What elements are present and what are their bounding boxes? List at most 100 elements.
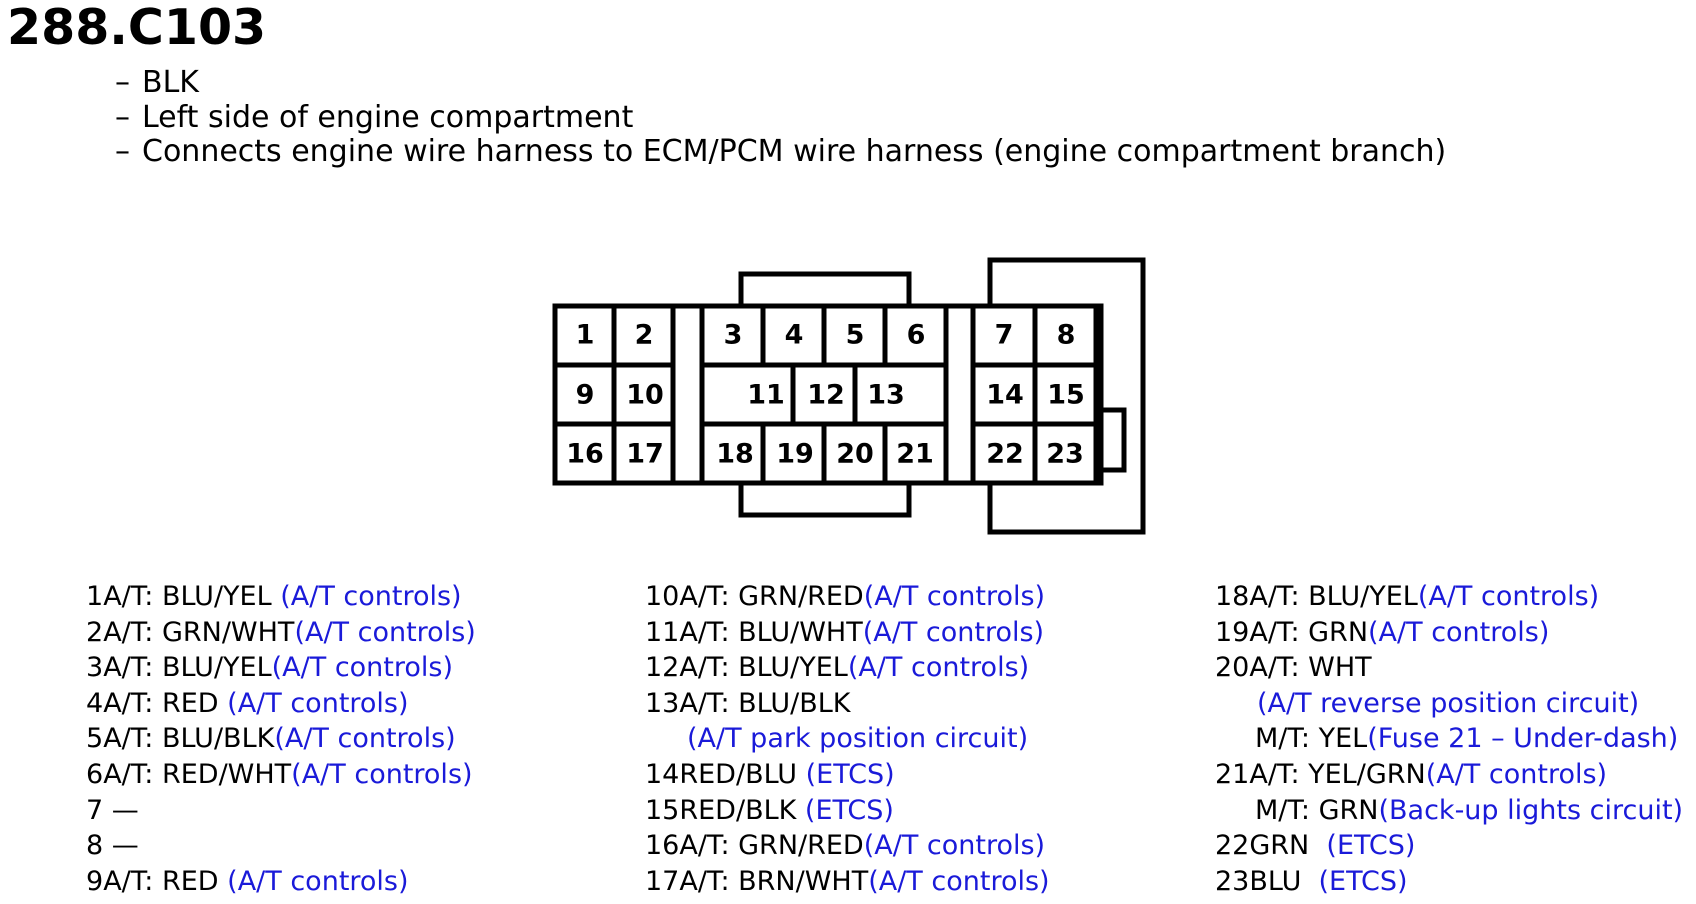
circuit-description: (A/T controls) [271, 652, 454, 684]
wire-color: A/T: YEL/GRN [1249, 758, 1426, 790]
pin-number: 12 [807, 380, 845, 411]
circuit-description: (ETCS) [796, 794, 894, 826]
pin-entry-3: 3A/T: BLU/YEL(A/T controls) [86, 650, 476, 686]
pin-entry-18: 18A/T: BLU/YEL(A/T controls) [1215, 579, 1683, 615]
wire-color: M/T: YEL [1255, 723, 1368, 755]
pin-list-column-1: 1A/T: BLU/YEL (A/T controls)2A/T: GRN/WH… [86, 579, 476, 899]
pin-cavity-23 [1032, 421, 1099, 486]
pin-number: 13 [867, 380, 905, 411]
pin-cavity-21 [882, 421, 949, 486]
pin-number: 17 [626, 439, 664, 470]
wire-color: A/T: RED [103, 687, 219, 719]
pin-number: 14 [986, 380, 1024, 411]
wire-color: RED/BLK [679, 794, 797, 826]
pin-entry-14: 14RED/BLU (ETCS) [645, 757, 1050, 793]
pin-entry-19: 19A/T: GRN(A/T controls) [1215, 615, 1683, 651]
pin-number: 12 [645, 652, 680, 684]
pin-list-column-3: 18A/T: BLU/YEL(A/T controls)19A/T: GRN(A… [1215, 579, 1683, 899]
circuit-description: (A/T controls) [863, 830, 1046, 862]
pin-number: 8 [86, 830, 104, 862]
pin-entry-7: 7 — [86, 793, 476, 829]
top-key [738, 271, 912, 306]
pin-cavity-6 [882, 303, 949, 368]
pin-number: 4 [86, 687, 104, 719]
circuit-description: (A/T controls) [291, 758, 473, 790]
pin-number: 2 [635, 320, 654, 351]
circuit-description: (A/T controls) [1417, 581, 1600, 612]
pin-number: 11 [747, 380, 785, 411]
circuit-description: (A/T controls) [847, 652, 1030, 684]
pin-number: 9 [576, 380, 595, 411]
circuit-description: (A/T controls) [218, 865, 409, 897]
connector-title: 288.C103 [7, 0, 267, 56]
circuit-description: (A/T controls) [863, 581, 1046, 612]
circuit-description: (A/T reverse position circuit) [1257, 687, 1640, 719]
circuit-description: (ETCS) [1309, 830, 1416, 862]
pin-number: 15 [645, 794, 680, 826]
pin-number: 20 [1215, 652, 1250, 684]
wire-color: BLU [1249, 865, 1302, 897]
pin-number: 18 [716, 439, 754, 470]
note-description: –Connects engine wire harness to ECM/PCM… [115, 134, 1447, 169]
connector-face-diagram: 1 2 3 4 5 6 7 8 9 10 11 12 13 14 15 16 1… [552, 257, 1146, 535]
pin-entry-20: 20A/T: WHT [1215, 650, 1683, 686]
pin-cavity-17 [611, 421, 676, 486]
pin-entry-continuation: (A/T reverse position circuit) [1215, 686, 1683, 722]
circuit-description: (A/T park position circuit) [687, 723, 1029, 755]
wire-color: A/T: BLU/YEL [1249, 581, 1418, 612]
pin-number: 13 [645, 687, 680, 719]
note-dash: – [115, 65, 130, 100]
pin-number: 2 [86, 616, 104, 648]
pin-entry-continuation: (A/T park position circuit) [645, 721, 1050, 757]
connector-notes: –BLK –Left side of engine compartment –C… [115, 65, 1447, 170]
wire-color: GRN [1249, 830, 1310, 862]
pin-number: 16 [566, 439, 604, 470]
pin-number: 18 [1215, 581, 1250, 612]
pin-number: 7 [995, 320, 1014, 351]
wire-color: A/T: WHT [1249, 652, 1372, 684]
pin-number: 11 [645, 616, 680, 648]
pin-number: 22 [1215, 830, 1250, 862]
pin-number: 10 [645, 581, 680, 612]
wire-color: A/T: GRN/WHT [103, 616, 295, 648]
pin-entry-10: 10A/T: GRN/RED(A/T controls) [645, 579, 1050, 615]
pin-number: 3 [86, 652, 104, 684]
pin-number: 7 [86, 794, 104, 826]
wire-color: A/T: RED [103, 865, 219, 897]
pin-number: 21 [896, 439, 934, 470]
pin-number: 19 [776, 439, 814, 470]
pin-number: 1 [86, 581, 104, 612]
wire-color: A/T: BLU/YEL [103, 652, 272, 684]
pin-number: 5 [86, 723, 104, 755]
wire-color: A/T: GRN/RED [679, 830, 864, 862]
pin-number: 23 [1046, 439, 1084, 470]
pin-number: 3 [724, 320, 743, 351]
circuit-description: (ETCS) [797, 758, 895, 790]
wire-color: — [103, 794, 139, 826]
pin-entry-6: 6A/T: RED/WHT(A/T controls) [86, 757, 476, 793]
circuit-description: (A/T controls) [868, 865, 1050, 897]
note-dash: – [115, 99, 130, 135]
circuit-description: (A/T controls) [271, 581, 462, 612]
pin-number: 10 [626, 380, 664, 411]
wire-color: A/T: GRN [1249, 616, 1369, 648]
circuit-description: (A/T controls) [274, 723, 456, 755]
pin-number: 19 [1215, 616, 1250, 648]
note-dash: – [115, 134, 130, 169]
wire-color: RED/BLU [679, 758, 798, 790]
pin-entry-5: 5A/T: BLU/BLK(A/T controls) [86, 721, 476, 757]
pin-entry-9: 9A/T: RED (A/T controls) [86, 864, 476, 900]
pin-number: 8 [1057, 320, 1076, 351]
bottom-key [738, 483, 912, 518]
pin-number: 16 [645, 830, 680, 862]
pin-entry-16: 16A/T: GRN/RED(A/T controls) [645, 828, 1050, 864]
pin-entry-22: 22GRN (ETCS) [1215, 828, 1683, 864]
pin-entry-continuation: M/T: YEL(Fuse 21 – Under-dash) [1215, 721, 1683, 757]
pin-number: 20 [836, 439, 874, 470]
right-housing [987, 257, 1146, 535]
wire-color: A/T: BLU/YEL [103, 581, 272, 612]
pin-entry-4: 4A/T: RED (A/T controls) [86, 686, 476, 722]
pin-entry-continuation: M/T: GRN(Back-up lights circuit) [1215, 793, 1683, 829]
pin-entry-21: 21A/T: YEL/GRN(A/T controls) [1215, 757, 1683, 793]
wire-color: A/T: BLU/YEL [679, 652, 848, 684]
